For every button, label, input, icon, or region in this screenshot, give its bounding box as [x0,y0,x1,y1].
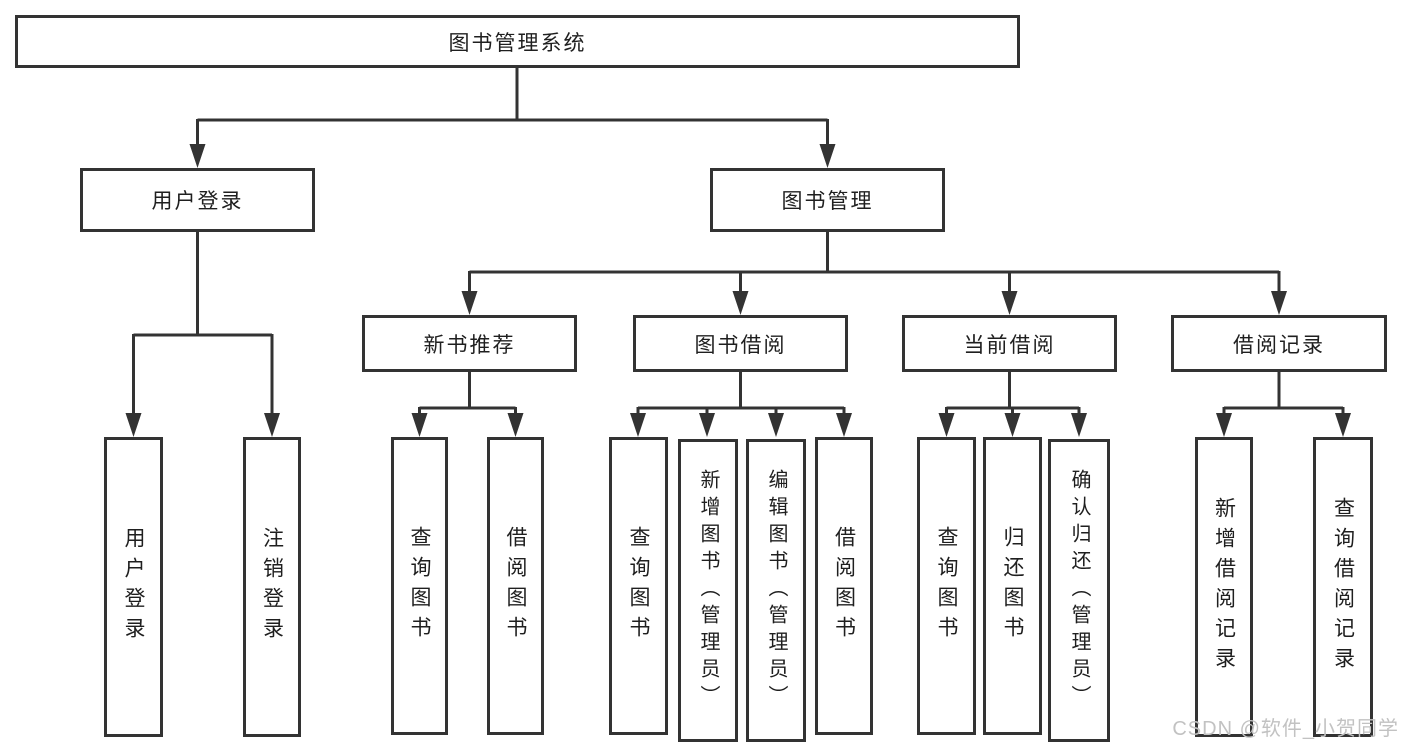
node-new-book-recommend: 新书推荐 [362,315,577,372]
leaf-query-book-label: 查询图书 [935,526,958,646]
leaf-confirm-return-admin-label: 确认归还（管理员） [1068,469,1090,712]
leaf-borrow-book-label: 借阅图书 [504,526,527,646]
leaf-query-borrow-record: 查询借阅记录 [1313,437,1373,737]
leaf-borrow-book-label: 借阅图书 [832,526,856,646]
node-borrow-records-label: 借阅记录 [1233,333,1325,357]
leaf-query-book-label: 查询图书 [627,526,650,646]
node-current-borrow-label: 当前借阅 [963,333,1056,357]
leaf-query-book-label: 查询图书 [408,526,431,646]
leaf-borrow-book: 借阅图书 [487,437,544,735]
leaf-add-book-admin-label: 新增图书（管理员） [697,469,719,712]
leaf-query-borrow-record-label: 查询借阅记录 [1331,497,1355,677]
leaf-add-book-admin: 新增图书（管理员） [678,439,738,742]
leaf-edit-book-admin-label: 编辑图书（管理员） [765,469,787,712]
node-root-label: 图书管理系统 [448,31,587,55]
leaf-return-book: 归还图书 [983,437,1042,735]
leaf-query-book: 查询图书 [391,437,448,735]
node-book-management: 图书管理 [710,168,945,232]
leaf-add-borrow-record-label: 新增借阅记录 [1212,497,1236,677]
leaf-edit-book-admin: 编辑图书（管理员） [746,439,806,742]
leaf-borrow-book: 借阅图书 [815,437,873,735]
node-new-book-recommend-label: 新书推荐 [423,333,516,357]
leaf-logout-label: 注销登录 [260,527,284,647]
leaf-user-login-label: 用户登录 [122,527,145,647]
node-borrow-records: 借阅记录 [1171,315,1387,372]
node-user-login: 用户登录 [80,168,315,232]
leaf-query-book: 查询图书 [609,437,668,735]
leaf-confirm-return-admin: 确认归还（管理员） [1048,439,1110,742]
leaf-return-book-label: 归还图书 [1001,526,1024,646]
leaf-query-book: 查询图书 [917,437,976,735]
node-book-borrow-label: 图书借阅 [694,333,787,357]
node-book-management-label: 图书管理 [781,190,874,213]
leaf-logout: 注销登录 [243,437,301,737]
node-user-login-label: 用户登录 [151,190,244,213]
leaf-add-borrow-record: 新增借阅记录 [1195,437,1253,737]
node-current-borrow: 当前借阅 [902,315,1117,372]
node-book-borrow: 图书借阅 [633,315,848,372]
leaf-user-login: 用户登录 [104,437,163,737]
node-root: 图书管理系统 [15,15,1020,68]
